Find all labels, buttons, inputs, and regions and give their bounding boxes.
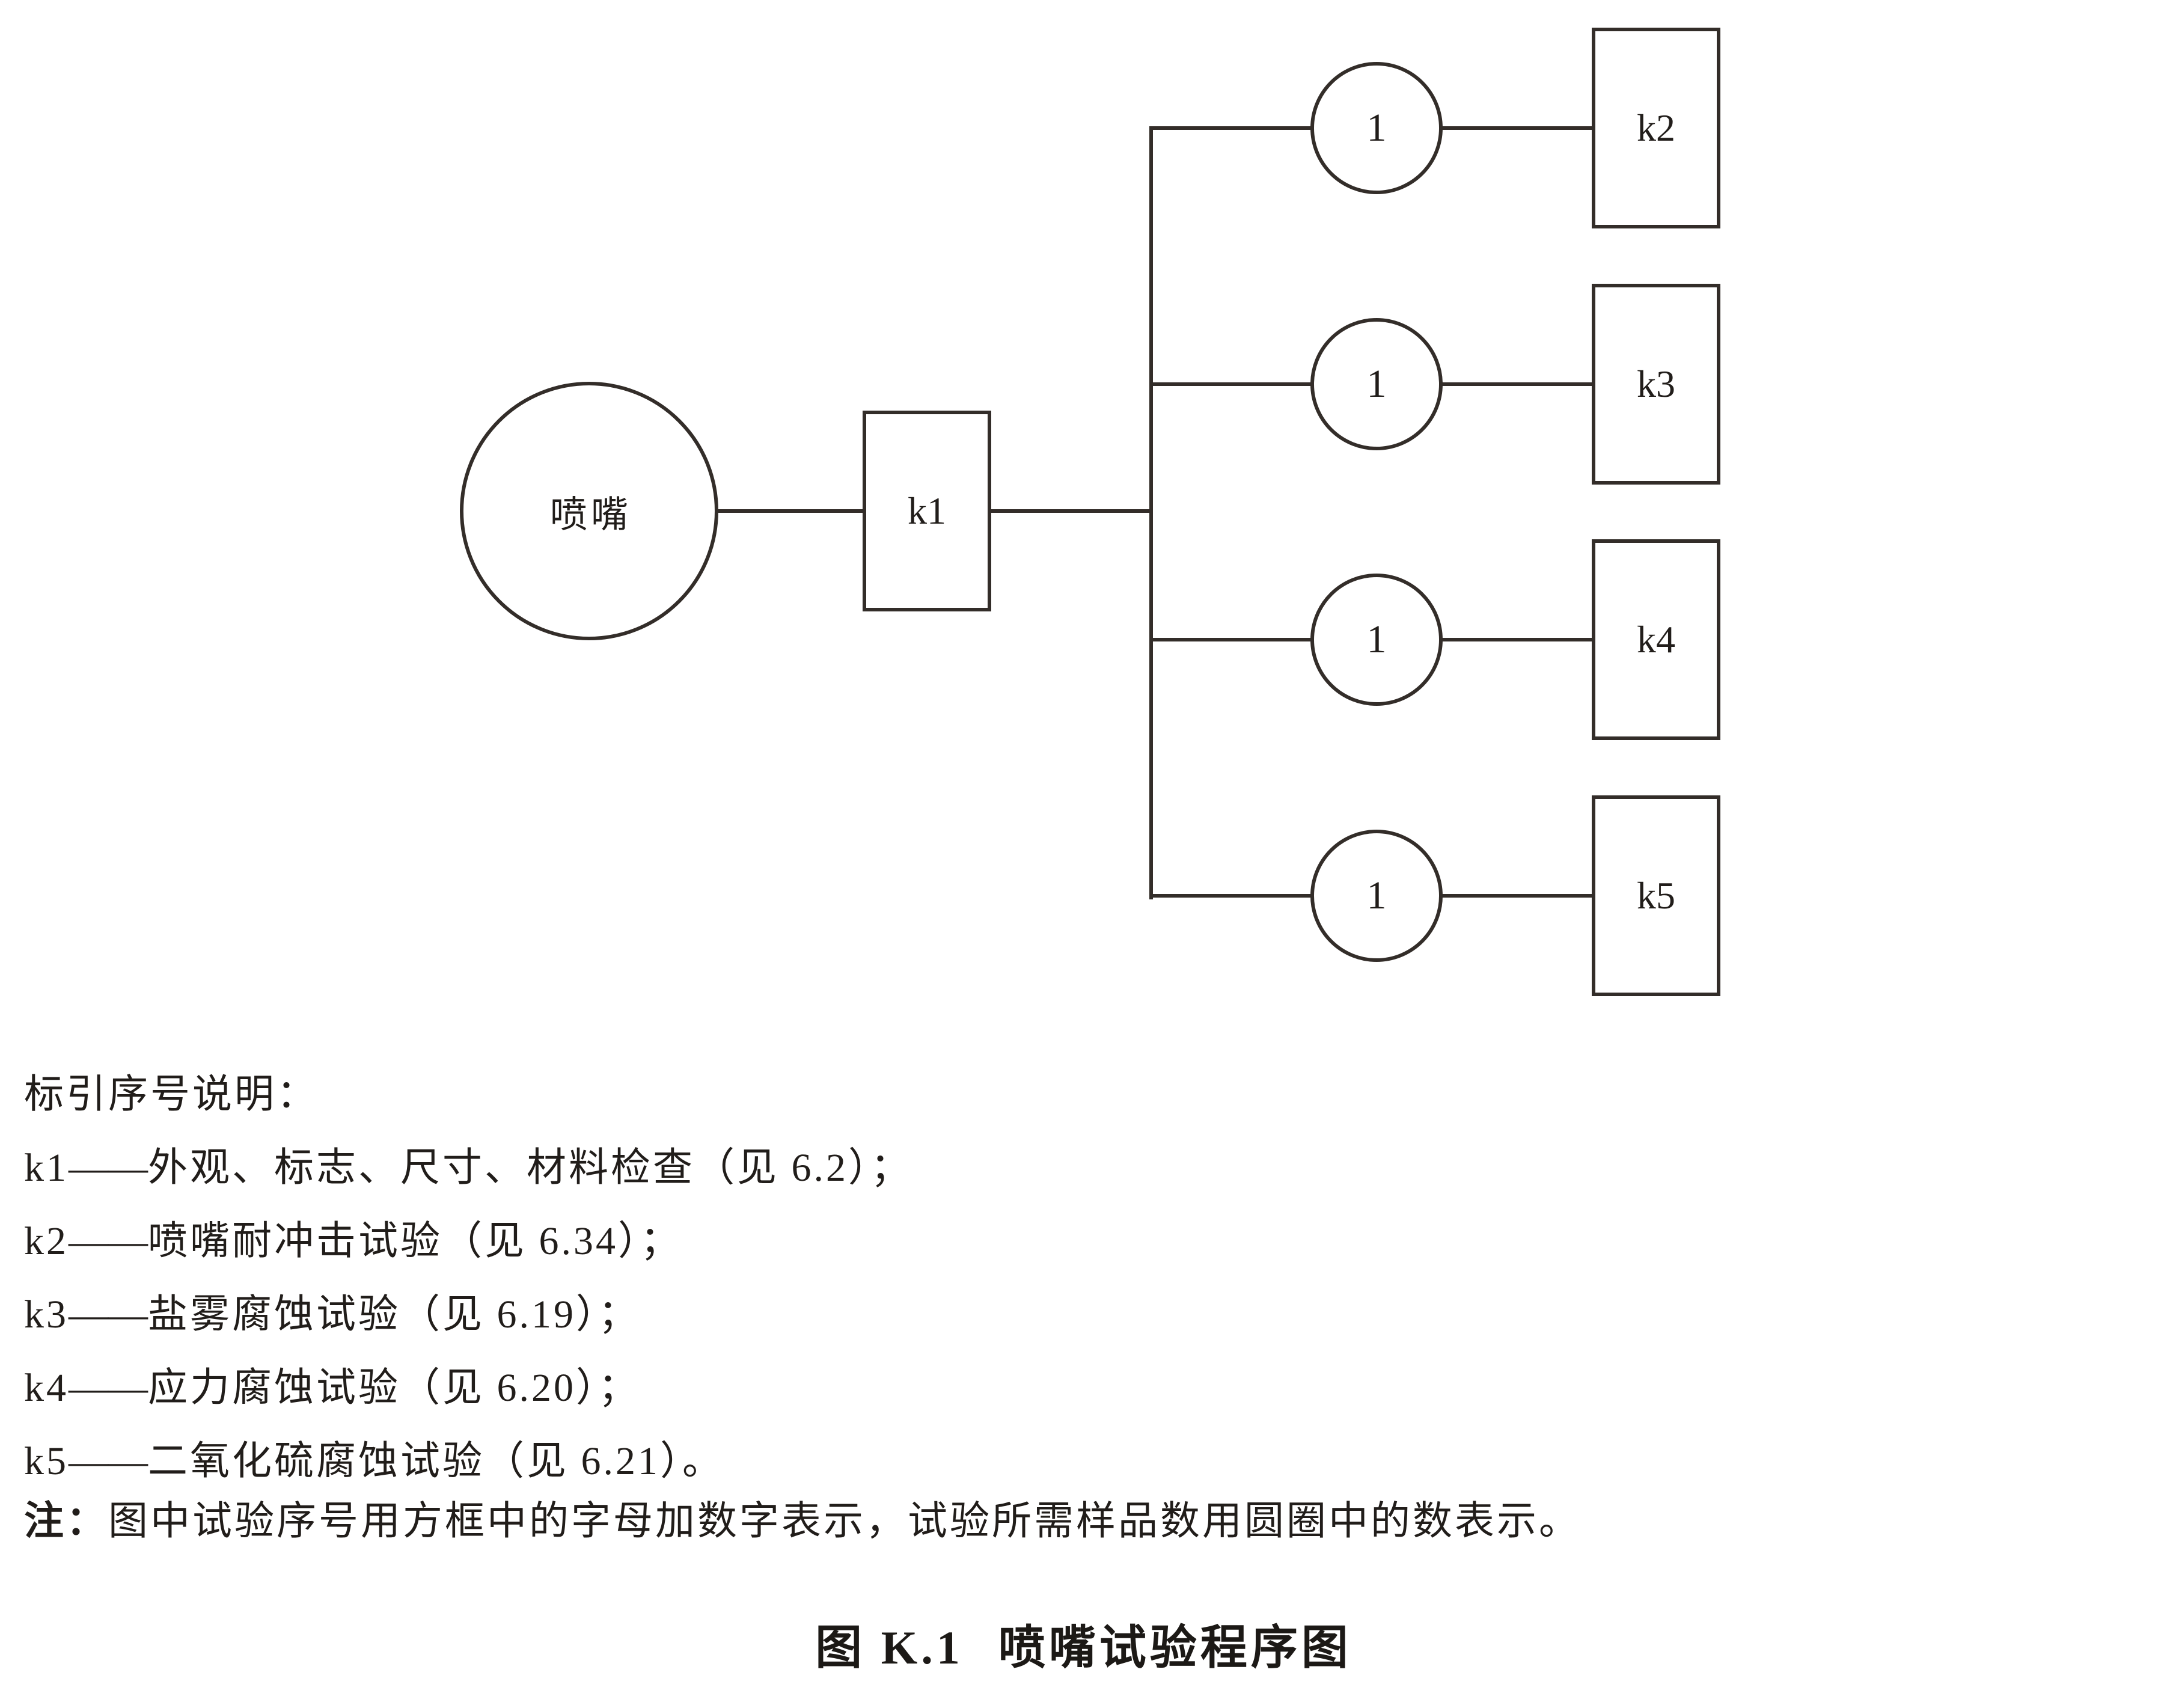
legend-key: k5: [24, 1439, 69, 1483]
k2-node-label: k2: [1637, 106, 1675, 149]
root-node-label: 喷嘴: [549, 495, 632, 536]
legend-key: k3: [24, 1293, 69, 1336]
figure-caption-number: 图 K.1: [815, 1621, 964, 1674]
branch2-line-right: [1441, 382, 1594, 386]
legend-dash: ——: [69, 1366, 148, 1410]
branch4-line-right: [1441, 894, 1594, 898]
legend-item-k5: k5——二氧化硫腐蚀试验（见 6.21）。: [24, 1442, 724, 1481]
legend-item-k2: k2——喷嘴耐冲击试验（见 6.34）；: [24, 1222, 682, 1261]
legend-dash: ——: [69, 1219, 148, 1263]
branch2-count-label: 1: [1366, 362, 1387, 406]
figure-caption-title: 喷嘴试验程序图: [998, 1621, 1352, 1674]
legend-text: 应力腐蚀试验（见 6.20）；: [148, 1366, 640, 1410]
figure-caption: 图 K.1 喷嘴试验程序图: [0, 1624, 2167, 1671]
legend-key: k2: [24, 1219, 69, 1263]
branch4-line-left: [1151, 894, 1312, 898]
connector-root-k1: [718, 509, 863, 513]
k3-node-box: k3: [1592, 284, 1720, 485]
k4-node-label: k4: [1637, 618, 1675, 661]
branch1-line-right: [1441, 126, 1594, 130]
legend-item-k4: k4——应力腐蚀试验（见 6.20）；: [24, 1368, 640, 1408]
branch1-count-label: 1: [1366, 106, 1387, 150]
legend-dash: ——: [69, 1146, 148, 1190]
legend-note: 注：图中试验序号用方框中的字母加数字表示，试验所需样品数用圆圈中的数表示。: [24, 1501, 1581, 1541]
legend-text: 二氧化硫腐蚀试验（见 6.21）。: [148, 1439, 724, 1483]
legend-dash: ——: [69, 1293, 148, 1336]
branch3-line-left: [1151, 638, 1312, 641]
legend-title: 标引序号说明：: [24, 1073, 319, 1116]
root-node-circle: 喷嘴: [460, 382, 718, 640]
note-label: 注：: [24, 1498, 108, 1543]
branch1-line-left: [1151, 126, 1312, 130]
branch3-count-circle: 1: [1310, 574, 1443, 706]
k4-node-box: k4: [1592, 539, 1720, 740]
legend-key: k4: [24, 1366, 69, 1410]
branch1-count-circle: 1: [1310, 62, 1443, 194]
k1-node-label: k1: [908, 489, 946, 532]
legend-text: 喷嘴耐冲击试验（见 6.34）；: [148, 1219, 682, 1263]
legend-item-k1: k1——外观、标志、尺寸、材料检查（见 6.2）；: [24, 1148, 912, 1188]
connector-k1-trunk: [991, 509, 1151, 513]
legend-text: 盐雾腐蚀试验（见 6.19）；: [148, 1293, 640, 1336]
k3-node-label: k3: [1637, 363, 1675, 405]
k5-node-label: k5: [1637, 874, 1675, 917]
branch2-count-circle: 1: [1310, 318, 1443, 450]
k5-node-box: k5: [1592, 795, 1720, 996]
legend-key: k1: [24, 1146, 69, 1190]
branch3-line-right: [1441, 638, 1594, 641]
branch4-count-label: 1: [1366, 874, 1387, 917]
k2-node-box: k2: [1592, 28, 1720, 228]
branch4-count-circle: 1: [1310, 830, 1443, 962]
branch2-line-left: [1151, 382, 1312, 386]
trunk-line: [1149, 126, 1153, 899]
legend-item-k3: k3——盐雾腐蚀试验（见 6.19）；: [24, 1295, 640, 1335]
branch3-count-label: 1: [1366, 617, 1387, 661]
legend-text: 外观、标志、尺寸、材料检查（见 6.2）；: [148, 1146, 912, 1190]
k1-node-box: k1: [863, 411, 991, 611]
legend-dash: ——: [69, 1439, 148, 1483]
note-text: 图中试验序号用方框中的字母加数字表示，试验所需样品数用圆圈中的数表示。: [108, 1499, 1581, 1543]
